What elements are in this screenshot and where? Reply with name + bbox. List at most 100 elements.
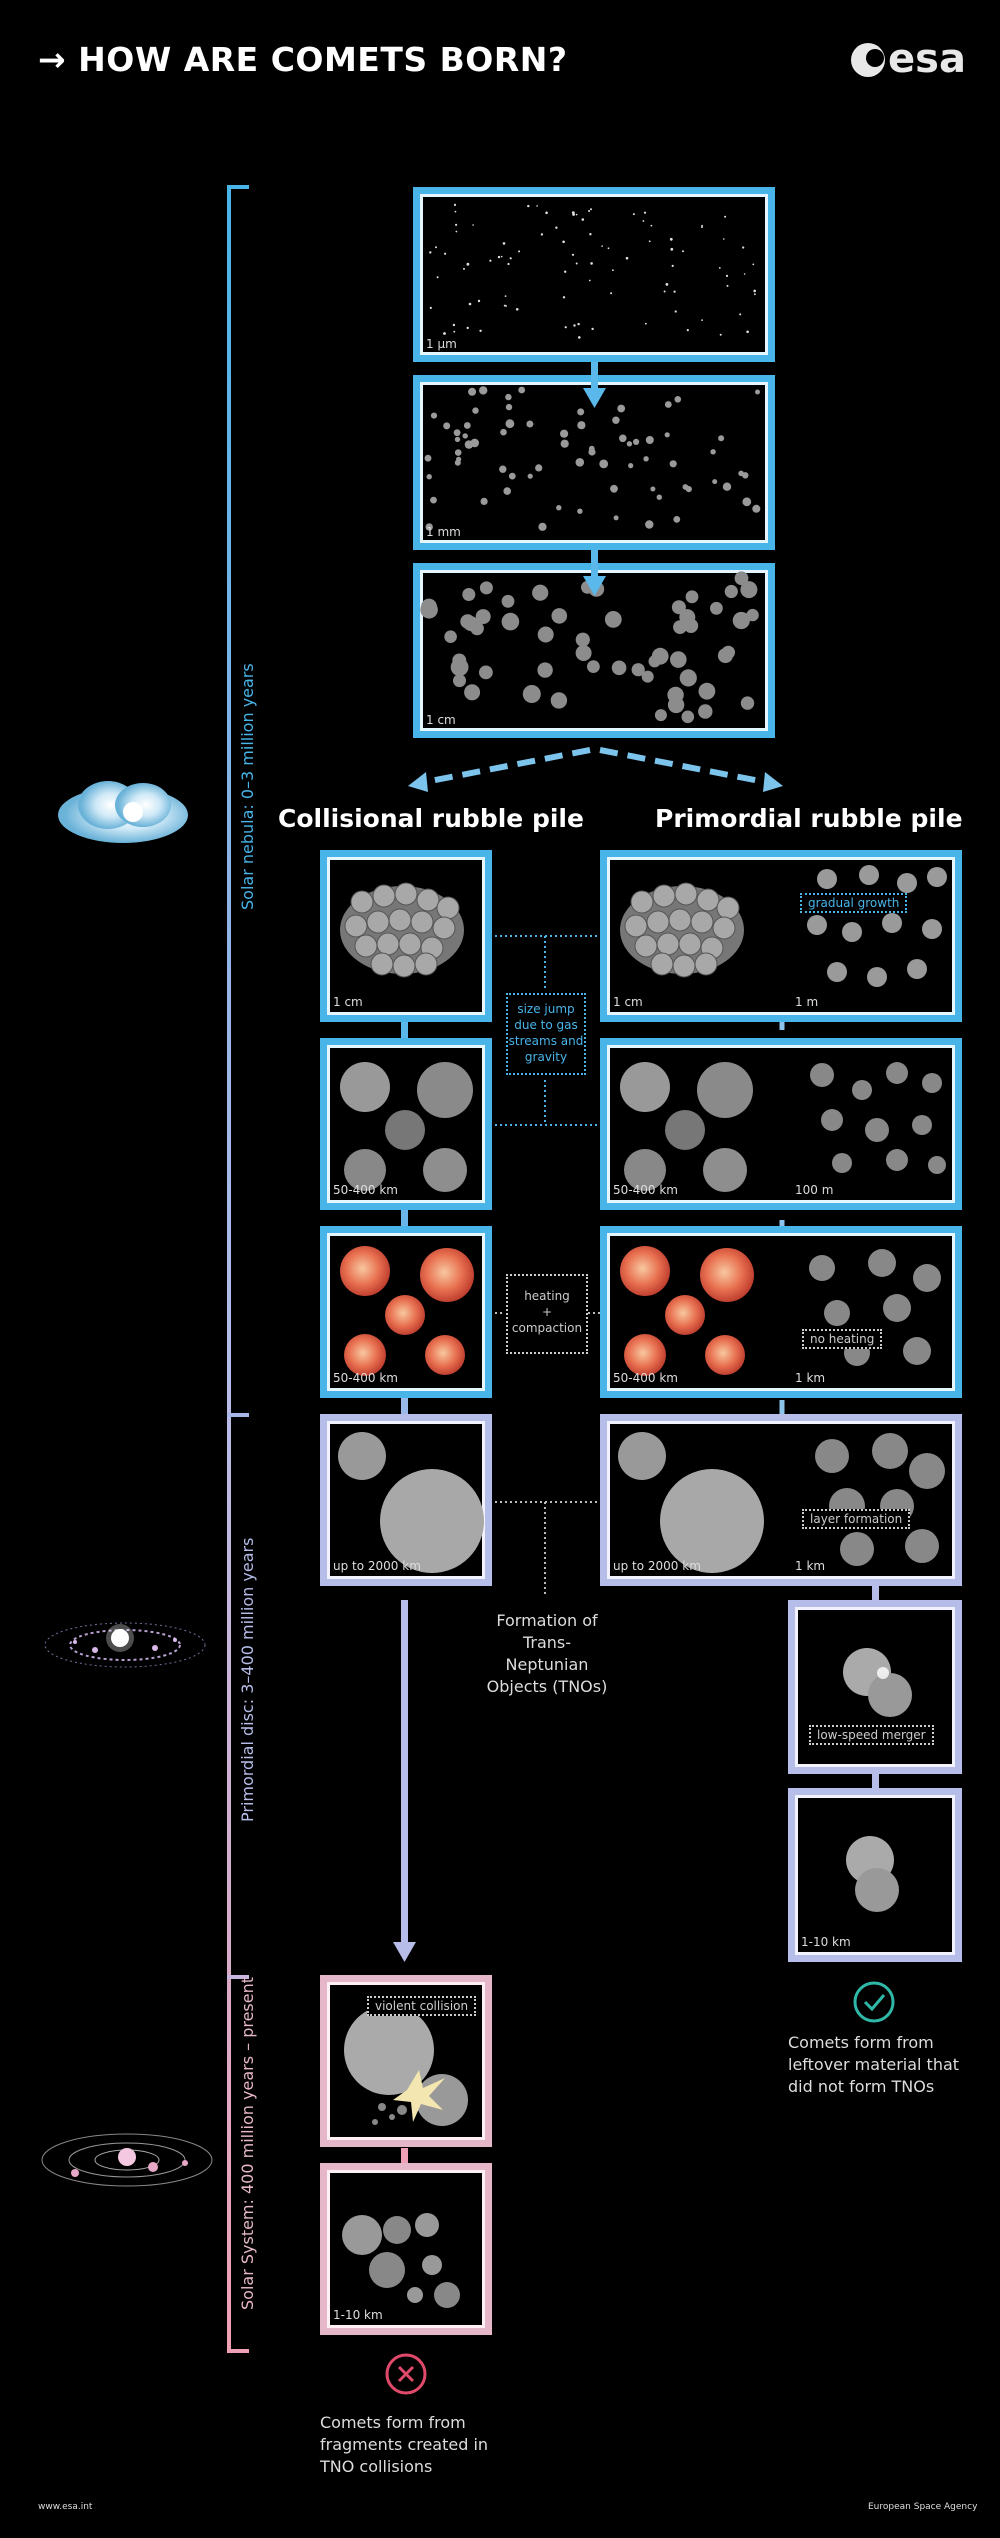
pebble [354,934,378,958]
particle [752,504,761,513]
particle [739,313,742,316]
outcome-left-line-2: fragments created in [320,2435,489,2454]
outcome-left-line-3: TNO collisions [320,2457,433,2476]
particle [532,584,549,601]
footer-url: www.esa.int [38,2502,93,2512]
esa-logo-icon [851,43,885,77]
outcome-right-line-2: leftover material that [788,2055,960,2074]
particle [650,486,656,492]
particle [725,274,729,277]
particle [607,247,610,250]
pebble [436,896,460,920]
particle [740,696,755,710]
particle [724,215,727,218]
particle [718,267,721,269]
particle [664,401,672,408]
particle [466,326,469,330]
particle [564,270,567,273]
particle [724,584,738,599]
particle [632,213,635,216]
panel-size-label-left: 50-400 km [613,1183,678,1197]
pebble [656,932,680,956]
particle [527,204,530,208]
particle [631,663,645,677]
particle [577,408,585,416]
particle [612,416,620,424]
particle [581,218,585,221]
particle [734,571,749,586]
particle [555,226,558,229]
particle [424,454,432,462]
particle [710,449,716,455]
particle [455,230,458,233]
particle [578,336,581,339]
particle [612,269,614,272]
particle [722,482,732,491]
particle [732,611,750,630]
particle [573,324,576,327]
cloud-icon [58,781,188,843]
particle [669,460,677,468]
particle [577,508,583,514]
particle [571,253,575,256]
boulder [897,873,917,893]
left-panel-planetesimals: 50-400 km [320,1038,492,1210]
panel-size-label-right: 1 m [795,995,819,1009]
particle [560,429,569,438]
tno-line-1: Formation of [496,1611,598,1630]
cm-pebbles [420,571,759,724]
panel-size-label: 1-10 km [801,1935,851,1949]
pebble-cluster-and-boulders [620,865,947,987]
particle [589,233,592,236]
boulder [807,915,827,935]
outcome-right-line-3: did not form TNOs [788,2077,935,2096]
particle [556,505,562,511]
pebble [696,888,720,912]
dust-particles [429,203,756,339]
particle [619,434,627,443]
particle [746,608,759,622]
particle [460,614,475,629]
pebble [646,910,670,934]
particle [444,252,447,255]
particle [462,588,476,601]
particle [501,594,515,608]
particle [537,626,554,643]
particle [430,496,437,504]
particle [430,412,438,419]
particle [518,386,526,394]
particle [755,389,760,395]
pebble [370,952,394,976]
particle [536,205,538,207]
heated-bodies [340,1246,474,1376]
pebble [712,916,736,940]
particle [515,308,519,311]
right-panel-planetesimals: 50-400 km 100 m [600,1038,962,1210]
panel-size-label-right: 1 km [795,1559,826,1573]
particle [455,223,458,226]
particle [633,438,640,445]
particle [479,581,493,595]
boulder [922,919,942,939]
timeline-bar [227,185,249,2353]
particle [453,330,456,333]
particle [575,458,585,467]
particle [650,224,653,227]
particle [681,710,695,724]
particle [443,332,446,335]
collision-scene [344,2005,468,2126]
footer-agency: European Space Agency [868,2502,978,2512]
column-header-primordial: Primordial rubble pile [655,804,963,833]
heating-line-1: heating [524,1289,570,1303]
particle [663,290,666,293]
particle [742,246,745,249]
heated-and-cold-bodies [620,1246,941,1376]
panel-size-label: 50-400 km [333,1371,398,1385]
particle [571,211,575,214]
gradual-growth-tag: gradual growth [800,893,908,913]
panel-size-label-left: 1 cm [613,995,643,1009]
particle [648,240,651,243]
particle [470,438,479,448]
particle [564,326,567,329]
particle [537,662,553,678]
